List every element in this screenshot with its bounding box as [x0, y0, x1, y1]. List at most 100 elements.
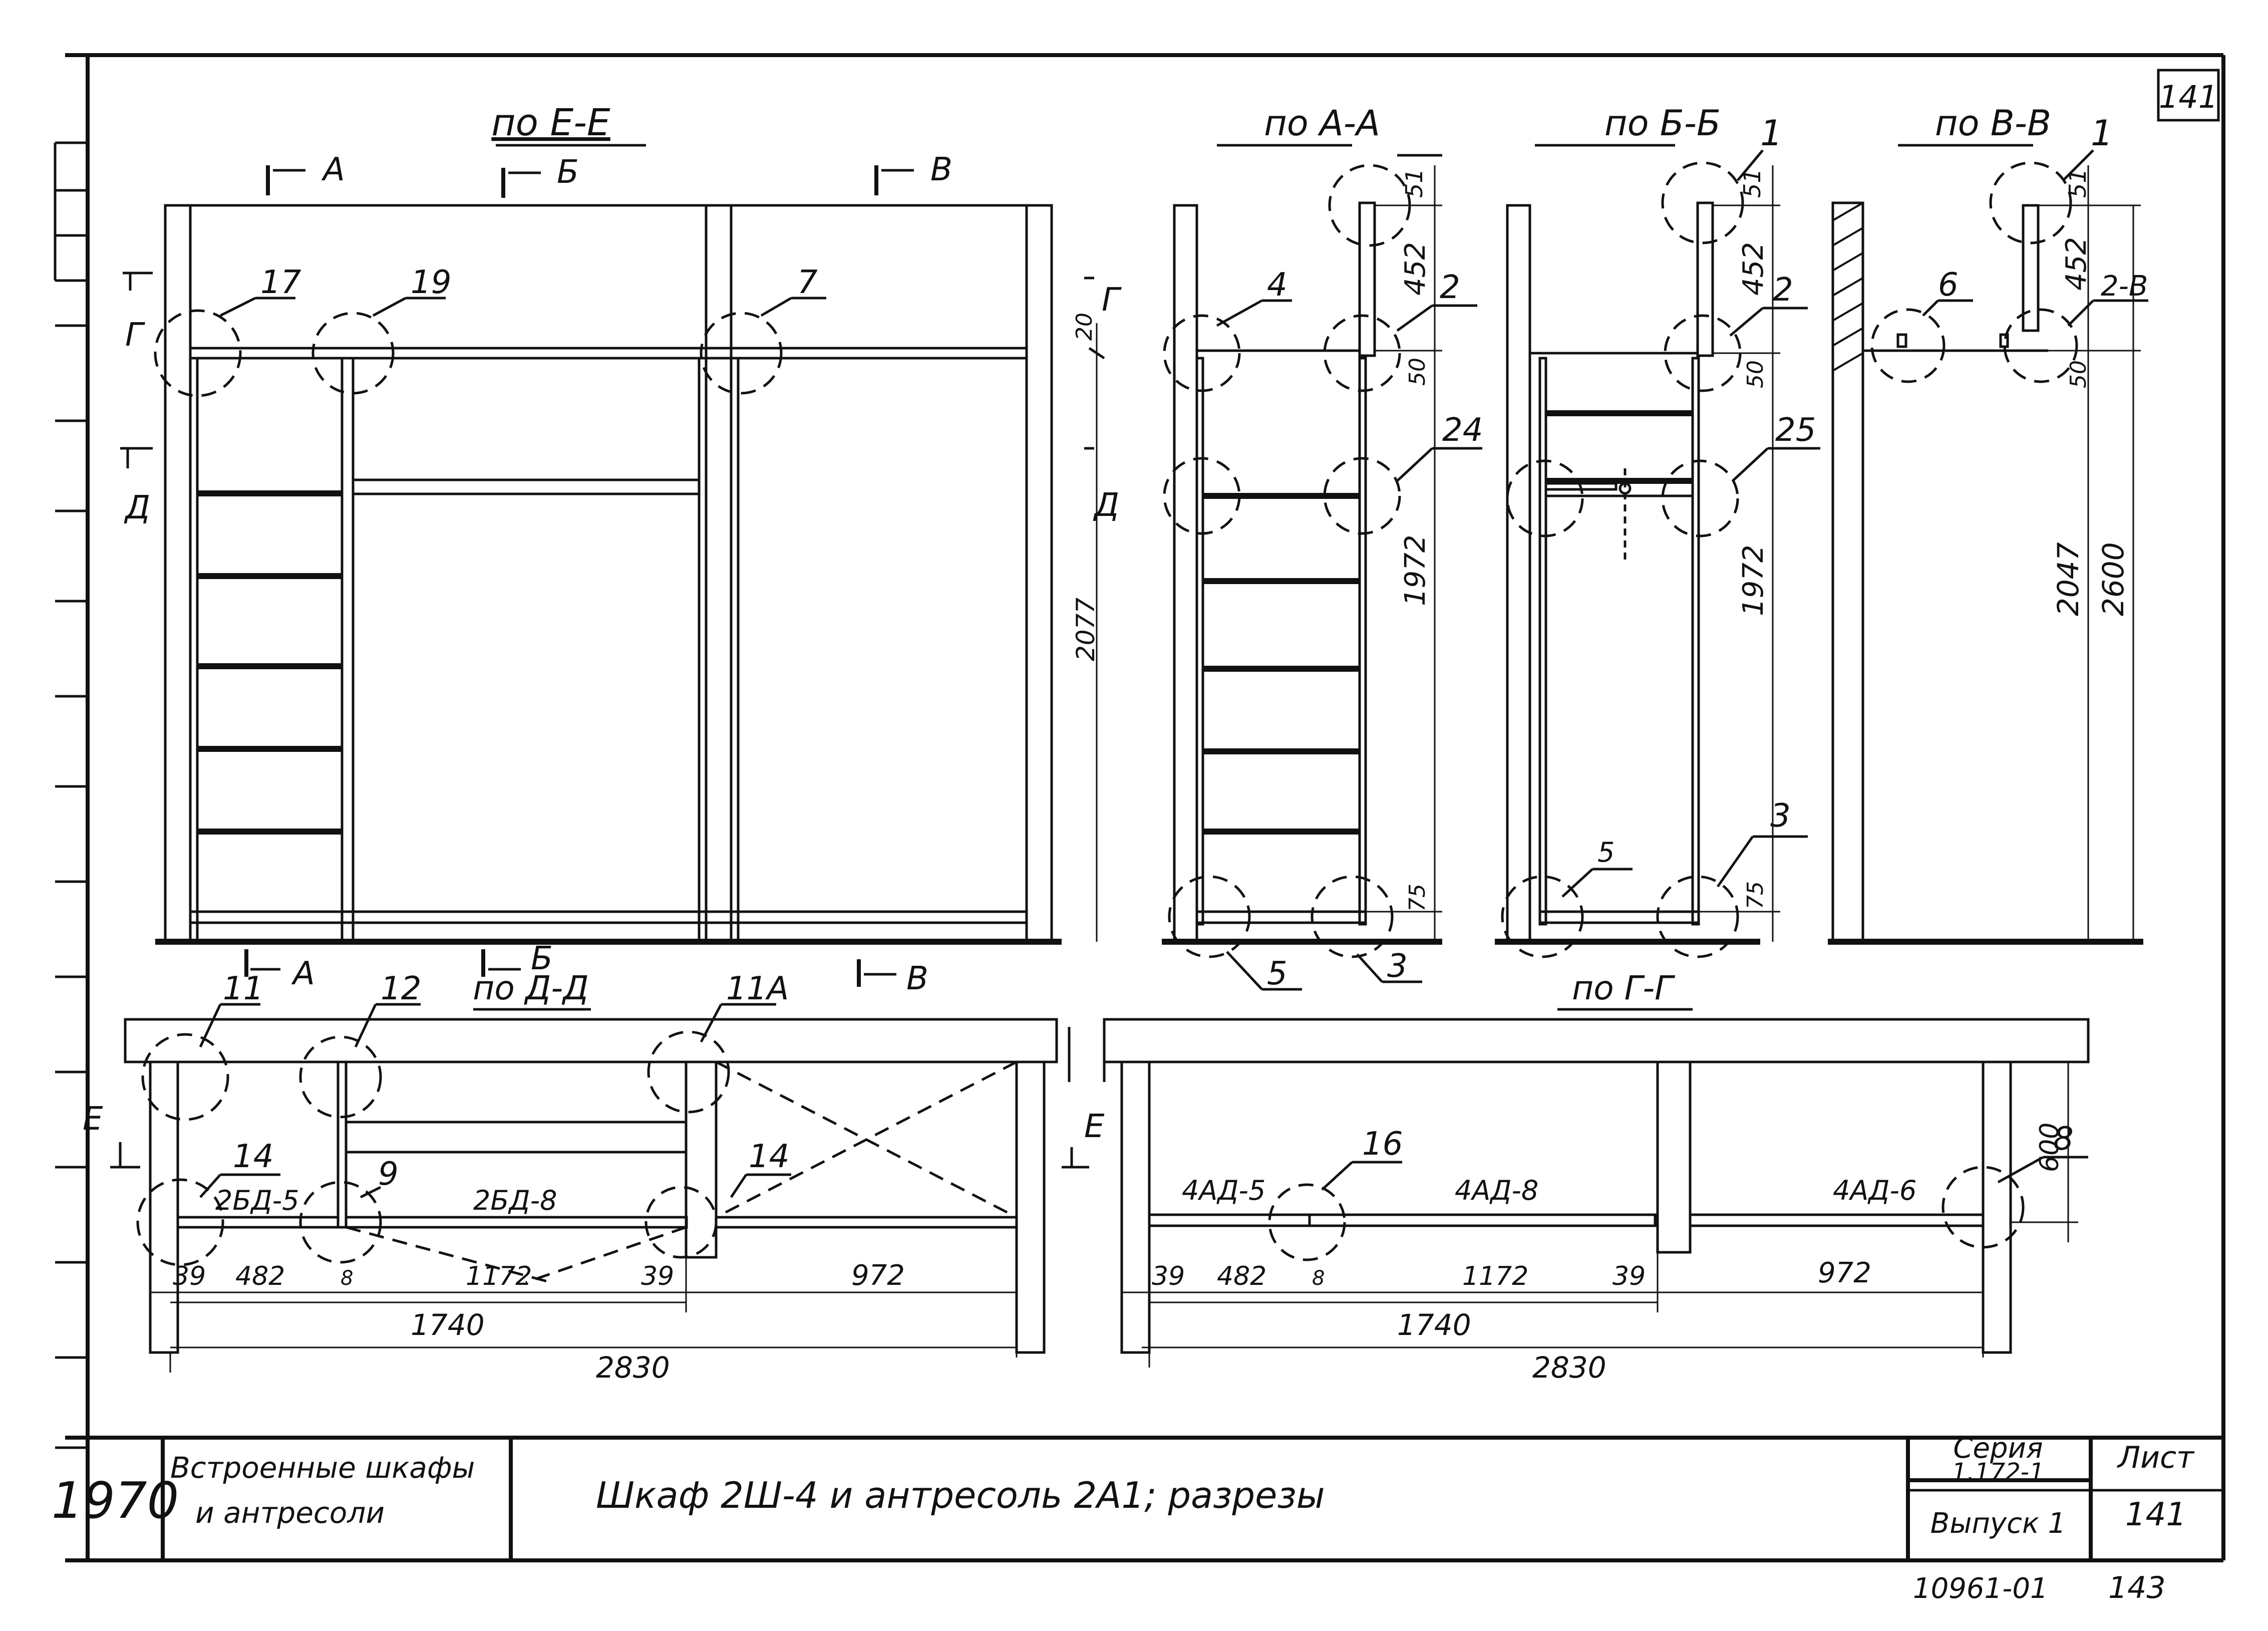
view-vv: по В-В 1 6 2-В 51: [1828, 103, 2148, 945]
dim-972-gg: 972: [1818, 1257, 1871, 1289]
dim-2077: 2077: [1071, 598, 1100, 661]
dim-1972-bb: 1972: [1737, 545, 1770, 616]
dim-2830-dd: 2830: [596, 1350, 670, 1385]
cut-label-e-right: Е: [1084, 1108, 1105, 1145]
cut-label-a-top: А: [321, 151, 345, 188]
callout-25: 25: [1775, 412, 1816, 449]
dim-482-gg: 482: [1217, 1261, 1266, 1291]
dim-50-aa: 50: [1405, 358, 1430, 386]
view-title-gg: по Г-Г: [1572, 969, 1676, 1007]
view-dd: по Д-Д 11 12 11А 14: [83, 969, 1058, 1385]
archive-number: 10961-01: [1913, 1572, 2048, 1605]
cut-label-g-right: Г: [1102, 282, 1122, 319]
dim-2047: 2047: [2051, 542, 2085, 616]
view-gg: по Г-Г 16 8 4АД-5 4АД-8 4АД-6 Е 600: [1062, 969, 2090, 1385]
callout-17: 17: [260, 264, 301, 301]
panel-label-2bd5: 2БД-5: [215, 1185, 299, 1216]
dim-39-dd-a: 39: [173, 1261, 206, 1291]
dim-8-gg: 8: [1312, 1267, 1325, 1290]
dim-51-bb: 51: [1739, 168, 1766, 198]
dim-20: 20: [1072, 313, 1097, 341]
panel-label-2bd8: 2БД-8: [473, 1185, 557, 1216]
callout-11: 11: [223, 970, 263, 1007]
callout-7: 7: [797, 264, 818, 301]
view-aa: по А-А 4 2 24 5 3: [1162, 103, 1483, 992]
panel-label-4ad8: 4АД-8: [1455, 1175, 1538, 1206]
view-title-dd: по Д-Д: [473, 969, 588, 1007]
sheet-label: Лист: [2117, 1440, 2195, 1475]
callout-14-right: 14: [749, 1138, 789, 1175]
cut-label-b-bottom: Б: [531, 940, 553, 977]
sheet-number: 141: [2125, 1496, 2186, 1533]
cut-label-d-right: Д: [1093, 487, 1119, 524]
callout-4: 4: [1267, 266, 1287, 304]
dim-39-gg-b: 39: [1612, 1261, 1646, 1291]
cut-label-d-left: Д: [124, 489, 150, 526]
callout-12: 12: [381, 970, 421, 1007]
view-title-aa: по А-А: [1264, 103, 1380, 144]
dim-482-dd: 482: [235, 1261, 285, 1291]
dim-2600: 2600: [2096, 542, 2130, 616]
cut-label-v-bottom: В: [906, 960, 928, 997]
callout-11a: 11А: [726, 970, 789, 1007]
dim-452-vv: 452: [2060, 237, 2093, 291]
callout-5-aa: 5: [1267, 955, 1287, 992]
dim-51-vv: 51: [2064, 168, 2091, 198]
callout-3-aa: 3: [1387, 948, 1408, 985]
issue: Выпуск 1: [1930, 1507, 2066, 1540]
callout-6: 6: [1938, 266, 1959, 304]
dim-50-vv: 50: [2066, 360, 2091, 388]
drawing-title: Шкаф 2Ш-4 и антресоль 2А1; разрезы: [596, 1474, 1325, 1516]
dim-51-aa: 51: [1401, 168, 1428, 198]
callout-1-vv: 1: [2091, 113, 2113, 154]
wall-hatching: [1832, 202, 1864, 372]
series-label: Серия: [1953, 1432, 2043, 1465]
sheet-frame: 141: [54, 53, 2225, 1562]
corner-sheet-box: 141: [2157, 69, 2220, 122]
callout-24: 24: [1442, 412, 1483, 449]
view-ee: по Е-Е А Б В: [120, 101, 1122, 997]
dim-1972-aa: 1972: [1399, 534, 1432, 606]
year: 1970: [52, 1471, 179, 1530]
series-name-line1: Встроенные шкафы: [170, 1451, 475, 1485]
callout-1-bb: 1: [1760, 113, 1783, 154]
callout-5-bb: 5: [1597, 837, 1614, 868]
dim-75-bb: 75: [1743, 881, 1768, 909]
dim-1172-gg: 1172: [1462, 1261, 1528, 1291]
callout-3-bb: 3: [1770, 797, 1791, 835]
series-name-line2: и антресоли: [195, 1496, 385, 1530]
corner-sheet-number: 141: [2159, 79, 2218, 115]
panel-label-4ad5: 4АД-5: [1182, 1175, 1265, 1206]
cut-label-a-bottom: А: [291, 955, 315, 992]
callout-14-left: 14: [233, 1138, 273, 1175]
dim-1740-gg: 1740: [1397, 1308, 1471, 1342]
dim-39-gg-a: 39: [1152, 1261, 1185, 1291]
dim-1172-dd: 1172: [466, 1261, 532, 1291]
dim-8-dd: 8: [341, 1267, 353, 1290]
dim-452-aa: 452: [1399, 242, 1432, 296]
binding-ticks: [54, 141, 88, 1449]
view-bb: по Б-Б 1 2 25 5 3: [1495, 103, 1820, 958]
dim-1740-dd: 1740: [411, 1308, 485, 1342]
cut-label-e-left: Е: [83, 1101, 103, 1138]
title-block: 1970 Встроенные шкафы и антресоли Шкаф 2…: [52, 1432, 2223, 1605]
dim-39-dd-b: 39: [641, 1261, 674, 1291]
view-title-ee: по Е-Е: [491, 101, 610, 144]
dim-600: 600: [2035, 1123, 2065, 1172]
cut-label-v-top: В: [930, 151, 952, 188]
dim-2830-gg: 2830: [1532, 1350, 1606, 1385]
callout-2-aa: 2: [1440, 269, 1460, 306]
callout-16: 16: [1362, 1126, 1403, 1163]
view-title-bb: по Б-Б: [1604, 103, 1721, 144]
callout-19: 19: [411, 264, 451, 301]
callout-2-bb: 2: [1773, 271, 1793, 309]
dim-972-dd: 972: [851, 1259, 905, 1292]
cut-label-g-left: Г: [125, 317, 145, 354]
cut-label-b-top: Б: [557, 154, 579, 191]
series-code: 1.172-1: [1952, 1458, 2044, 1486]
page-number: 143: [2108, 1570, 2166, 1605]
callout-2v: 2-В: [2101, 270, 2148, 303]
view-title-vv: по В-В: [1935, 103, 2051, 144]
dim-75-aa: 75: [1405, 884, 1430, 912]
